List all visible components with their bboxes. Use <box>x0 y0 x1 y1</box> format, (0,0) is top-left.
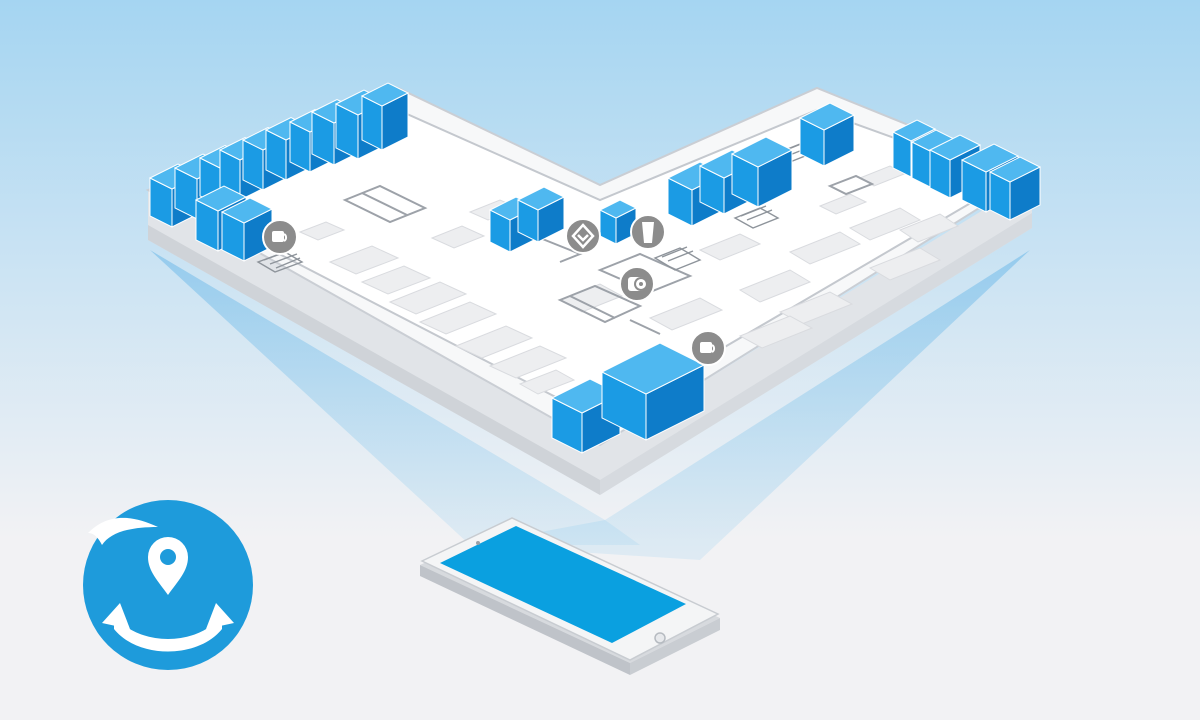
poi-info-center[interactable] <box>565 218 601 254</box>
shop-block[interactable] <box>220 197 274 262</box>
phone-home-button[interactable] <box>654 632 666 644</box>
smartphone <box>420 517 720 675</box>
glass-icon <box>642 222 654 243</box>
shop-block[interactable] <box>600 342 706 441</box>
poi-restroom[interactable] <box>619 266 655 302</box>
shop-block[interactable] <box>360 82 410 151</box>
circular-arrows-icon <box>102 603 234 652</box>
shop-block[interactable] <box>516 186 566 243</box>
coffee-cup-icon <box>272 231 288 242</box>
phone-screen <box>440 526 686 643</box>
shop-block[interactable] <box>730 136 794 208</box>
poi-cafe-left[interactable] <box>262 219 298 255</box>
diamond-sign-icon <box>571 223 595 249</box>
interior-rooms <box>298 165 960 395</box>
phone-camera <box>476 541 480 545</box>
shop-blocks <box>148 82 1042 454</box>
projection-beam-right <box>470 250 1030 560</box>
app-logo <box>83 500 253 670</box>
toilet-paper-icon <box>628 277 648 291</box>
coffee-cup-icon <box>700 342 716 353</box>
shop-block[interactable] <box>798 102 856 167</box>
location-pin-icon <box>148 537 188 595</box>
poi-cafe-right[interactable] <box>690 330 726 366</box>
projection-beam-left <box>150 250 640 545</box>
shop-block[interactable] <box>988 156 1042 221</box>
logo-swoosh <box>88 517 158 545</box>
poi-drinks[interactable] <box>630 214 666 250</box>
